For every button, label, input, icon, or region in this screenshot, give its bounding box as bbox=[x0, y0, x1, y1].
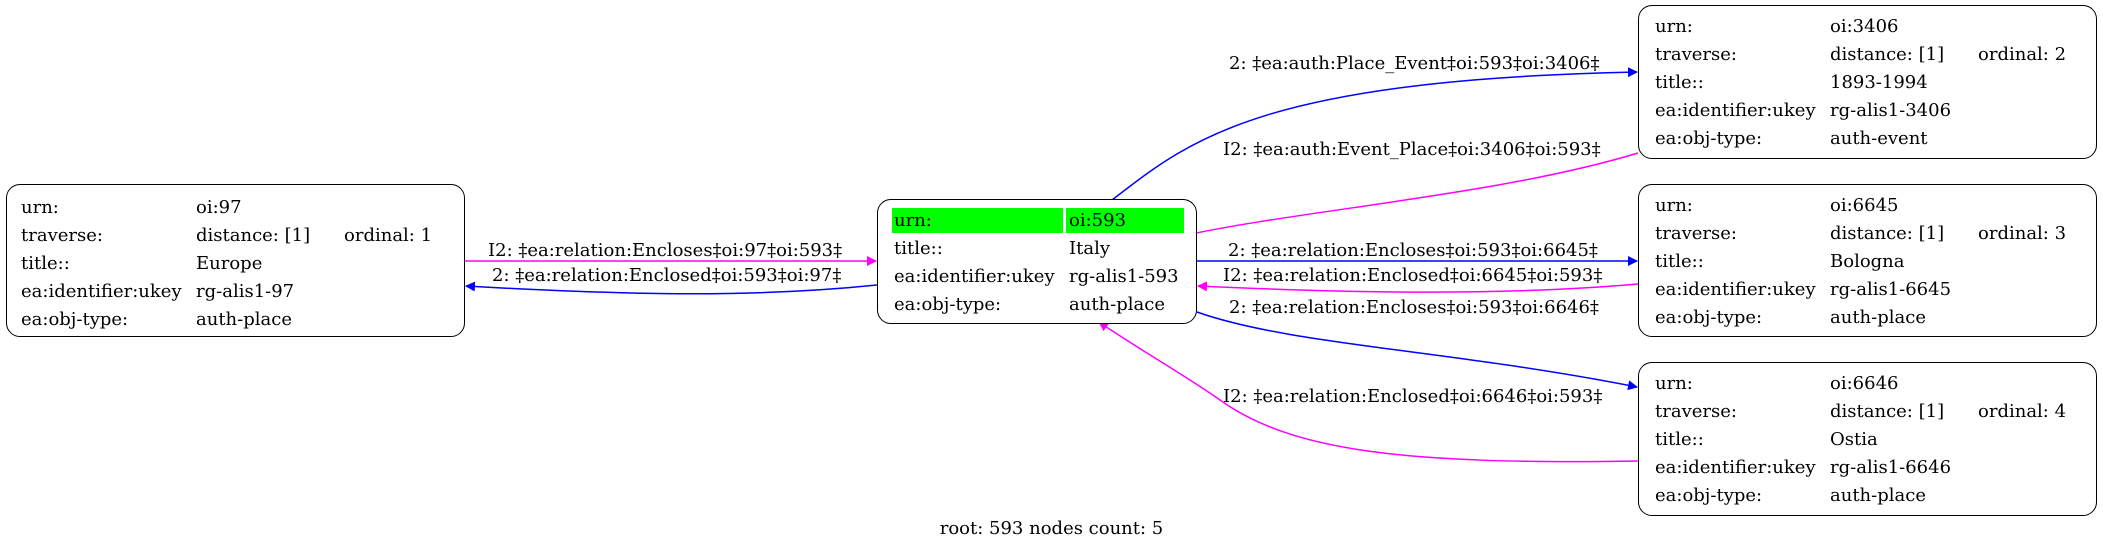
node-event[interactable]: urn: oi:3406 traverse: distance: [1] ord… bbox=[1638, 5, 2097, 159]
edge-label-italy-to-bologna: 2: ‡ea:relation:Encloses‡oi:593‡oi:6645‡ bbox=[1228, 240, 1598, 261]
edge-label-italy-to-ostia: 2: ‡ea:relation:Encloses‡oi:593‡oi:6646‡ bbox=[1229, 297, 1599, 318]
title-label: title:: bbox=[1655, 251, 1704, 272]
urn-label: urn: bbox=[894, 210, 932, 231]
urn-label: urn: bbox=[1655, 16, 1693, 37]
edge-label-bologna-to-italy: I2: ‡ea:relation:Enclosed‡oi:6645‡oi:593… bbox=[1223, 265, 1602, 286]
title-label: title:: bbox=[894, 238, 943, 259]
edge-label-europe-to-italy: I2: ‡ea:relation:Encloses‡oi:97‡oi:593‡ bbox=[488, 240, 842, 261]
urn-value: oi:6646 bbox=[1830, 373, 1899, 394]
title-value: 1893-1994 bbox=[1830, 72, 1928, 93]
edge-bologna-to-italy bbox=[1197, 281, 1639, 293]
ukey-label: ea:identifier:ukey bbox=[1655, 457, 1816, 478]
traverse-label: traverse: bbox=[1655, 401, 1737, 422]
root-urn-highlight-label bbox=[892, 208, 1063, 233]
root-urn-highlight-value bbox=[1066, 208, 1184, 233]
ukey-label: ea:identifier:ukey bbox=[1655, 279, 1816, 300]
distance-value: distance: [1] bbox=[1830, 44, 1945, 65]
node-bologna[interactable]: urn: oi:6645 traverse: distance: [1] ord… bbox=[1638, 184, 2097, 337]
title-label: title:: bbox=[21, 253, 70, 274]
node-italy-root[interactable]: urn: oi:593 title:: Italy ea:identifier:… bbox=[877, 199, 1197, 324]
type-value: auth-place bbox=[1830, 307, 1926, 328]
ukey-value: rg-alis1-6646 bbox=[1830, 457, 1952, 478]
distance-value: distance: [1] bbox=[1830, 223, 1945, 244]
title-value: Bologna bbox=[1830, 251, 1905, 272]
urn-value: oi:3406 bbox=[1830, 16, 1899, 37]
distance-value: distance: [1] bbox=[196, 225, 311, 246]
edge-italy-to-ostia bbox=[1196, 311, 1638, 391]
type-label: ea:obj-type: bbox=[1655, 307, 1763, 328]
ukey-label: ea:identifier:ukey bbox=[21, 281, 182, 302]
type-label: ea:obj-type: bbox=[1655, 128, 1763, 149]
title-value: Europe bbox=[196, 253, 263, 274]
ordinal-value: ordinal: 2 bbox=[1978, 44, 2067, 65]
edge-label-italy-to-event: 2: ‡ea:auth:Place_Event‡oi:593‡oi:3406‡ bbox=[1229, 53, 1600, 74]
title-value: Ostia bbox=[1830, 429, 1878, 450]
node-ostia[interactable]: urn: oi:6646 traverse: distance: [1] ord… bbox=[1638, 362, 2097, 516]
type-value: auth-place bbox=[1069, 294, 1165, 315]
type-label: ea:obj-type: bbox=[1655, 485, 1763, 506]
distance-value: distance: [1] bbox=[1830, 401, 1945, 422]
edge-italy-to-event bbox=[1111, 67, 1638, 201]
ukey-value: rg-alis1-97 bbox=[196, 281, 295, 302]
urn-label: urn: bbox=[21, 197, 59, 218]
graph-footer: root: 593 nodes count: 5 bbox=[939, 518, 1164, 539]
edge-label-italy-to-europe: 2: ‡ea:relation:Enclosed‡oi:593‡oi:97‡ bbox=[492, 265, 841, 286]
edge-label-ostia-to-italy: I2: ‡ea:relation:Enclosed‡oi:6646‡oi:593… bbox=[1223, 386, 1602, 407]
title-value: Italy bbox=[1069, 238, 1111, 259]
urn-value: oi:97 bbox=[196, 197, 242, 218]
ordinal-value: ordinal: 3 bbox=[1978, 223, 2067, 244]
edge-ostia-to-italy bbox=[1098, 321, 1639, 463]
ukey-value: rg-alis1-593 bbox=[1069, 266, 1179, 287]
edge-event-to-italy bbox=[1181, 152, 1639, 239]
type-value: auth-place bbox=[196, 309, 292, 330]
ukey-value: rg-alis1-3406 bbox=[1830, 100, 1952, 121]
title-label: title:: bbox=[1655, 429, 1704, 450]
type-value: auth-event bbox=[1830, 128, 1928, 149]
traverse-label: traverse: bbox=[1655, 223, 1737, 244]
urn-label: urn: bbox=[1655, 195, 1693, 216]
traverse-label: traverse: bbox=[21, 225, 103, 246]
node-europe[interactable]: urn: oi:97 traverse: distance: [1] ordin… bbox=[6, 184, 465, 337]
title-label: title:: bbox=[1655, 72, 1704, 93]
ukey-value: rg-alis1-6645 bbox=[1830, 279, 1952, 300]
ukey-label: ea:identifier:ukey bbox=[894, 266, 1055, 287]
urn-label: urn: bbox=[1655, 373, 1693, 394]
type-label: ea:obj-type: bbox=[21, 309, 129, 330]
type-label: ea:obj-type: bbox=[894, 294, 1002, 315]
ordinal-value: ordinal: 4 bbox=[1978, 401, 2067, 422]
urn-value: oi:593 bbox=[1069, 210, 1127, 231]
urn-value: oi:6645 bbox=[1830, 195, 1899, 216]
ordinal-value: ordinal: 1 bbox=[344, 225, 433, 246]
ukey-label: ea:identifier:ukey bbox=[1655, 100, 1816, 121]
edge-label-event-to-italy: I2: ‡ea:auth:Event_Place‡oi:3406‡oi:593‡ bbox=[1223, 139, 1601, 160]
edge-italy-to-europe bbox=[465, 281, 878, 295]
traverse-label: traverse: bbox=[1655, 44, 1737, 65]
type-value: auth-place bbox=[1830, 485, 1926, 506]
